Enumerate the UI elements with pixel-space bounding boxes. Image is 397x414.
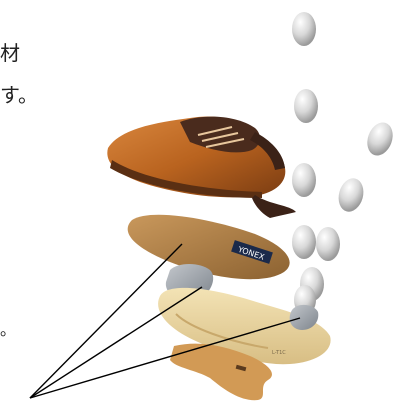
ball — [335, 175, 367, 214]
falling-balls — [292, 12, 397, 315]
ball — [316, 227, 340, 261]
ball — [292, 12, 316, 46]
ball — [363, 119, 397, 159]
ball — [292, 225, 316, 259]
insole-marking: L-T1C — [272, 350, 286, 356]
shoe-upper — [107, 117, 296, 219]
leader-line — [30, 287, 202, 398]
ball — [292, 163, 316, 197]
ball — [294, 89, 318, 123]
